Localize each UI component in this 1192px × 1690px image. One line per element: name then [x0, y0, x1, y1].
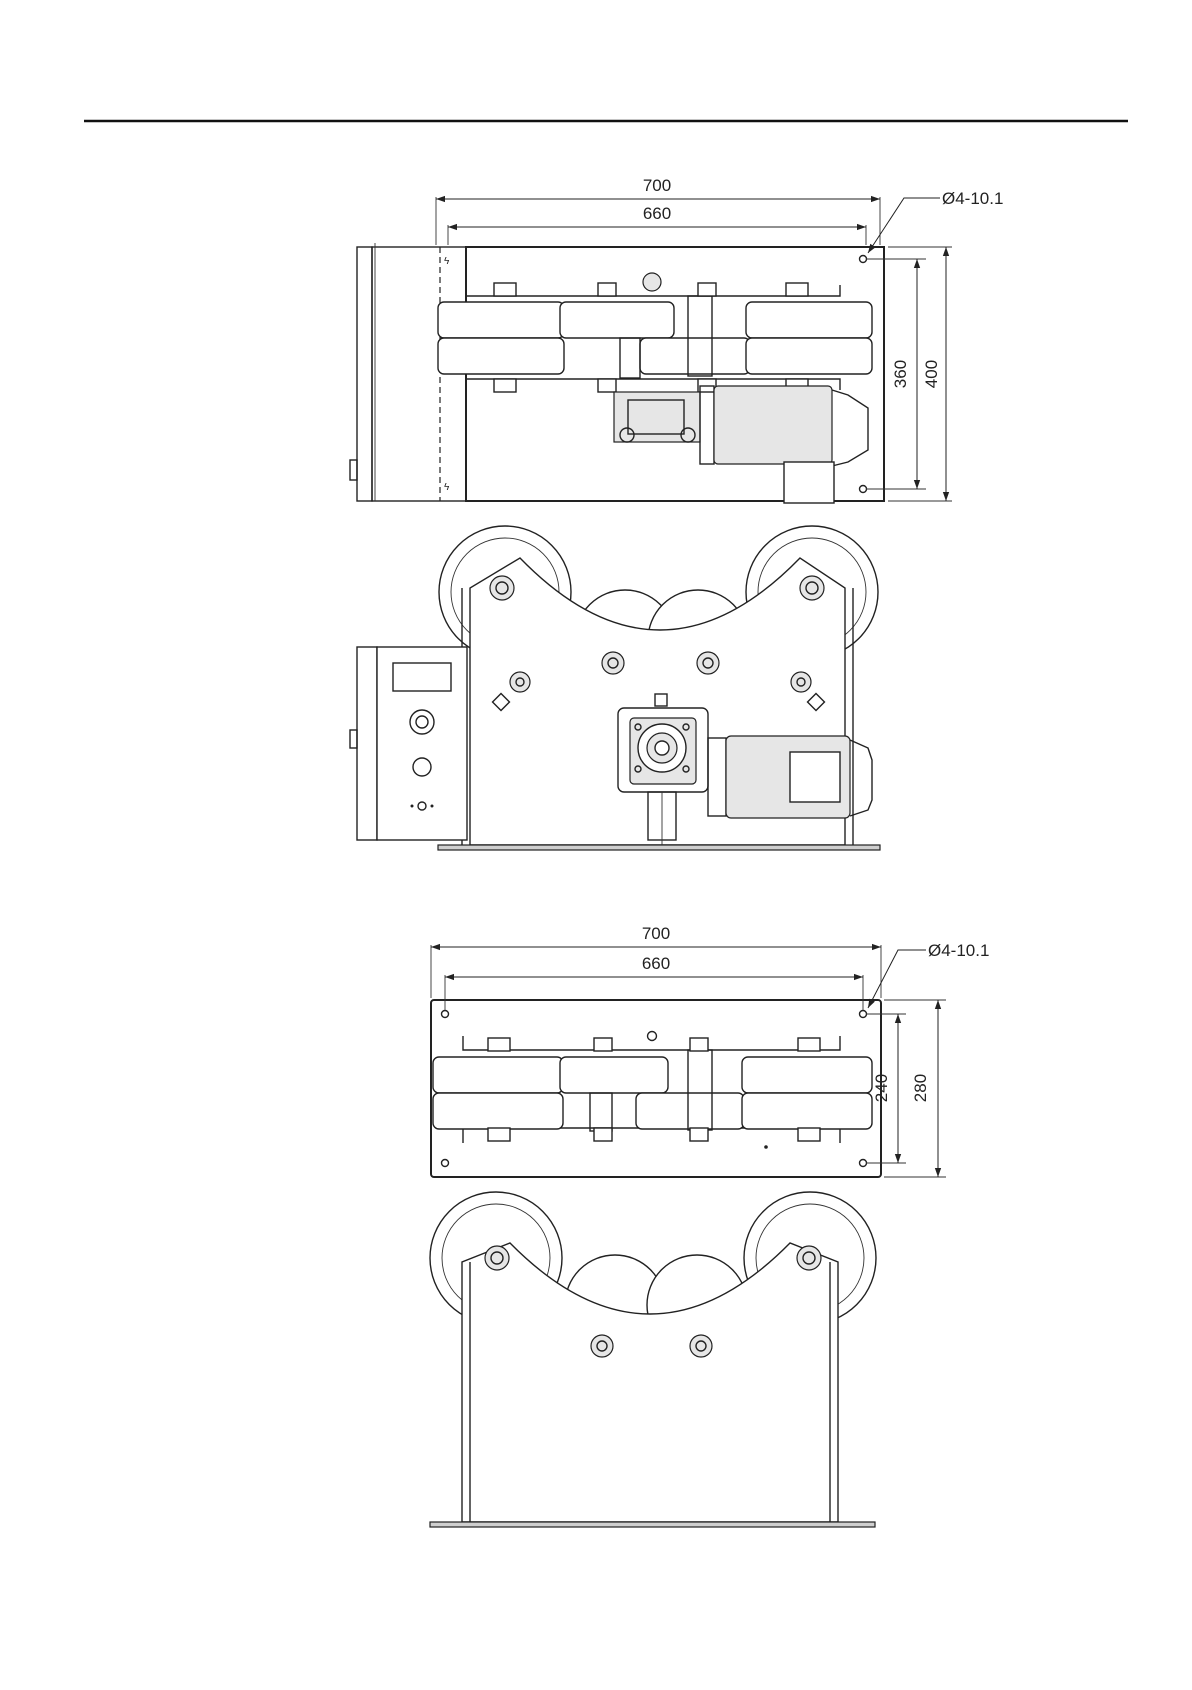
dimension-height-holes: 240	[872, 1074, 891, 1102]
dimension-height-overall: 400	[922, 360, 941, 388]
dimension-width-holes: 660	[642, 954, 670, 973]
mounting-hole	[860, 1160, 867, 1167]
roller	[560, 1057, 668, 1093]
roller	[742, 1093, 872, 1129]
control-box-side	[357, 247, 372, 501]
roller	[640, 338, 750, 374]
knob-side	[350, 460, 357, 480]
svg-text:ϟ: ϟ	[444, 482, 450, 493]
roller	[438, 338, 564, 374]
front-view-2	[430, 1192, 876, 1527]
mounting-hole	[860, 1011, 867, 1018]
svg-text:ϟ: ϟ	[444, 256, 450, 267]
roller	[438, 302, 564, 338]
base-bar	[430, 1522, 875, 1527]
roller	[742, 1057, 872, 1093]
mounting-hole	[860, 256, 867, 263]
roller	[746, 338, 872, 374]
mounting-hole	[860, 486, 867, 493]
mounting-hole	[442, 1011, 449, 1018]
roller	[433, 1057, 563, 1093]
roller	[560, 302, 674, 338]
top-view-2: 700 660 240 280 Ø4-10.1	[431, 924, 989, 1177]
roller	[433, 1093, 563, 1129]
hole-callout: Ø4-10.1	[928, 941, 989, 960]
control-box	[377, 647, 467, 840]
dimension-height-overall: 280	[911, 1074, 930, 1102]
dimension-height-holes: 360	[891, 360, 910, 388]
dimension-width-overall: 700	[643, 176, 671, 195]
roller	[746, 302, 872, 338]
mounting-hole	[442, 1160, 449, 1167]
dimension-width-overall: 700	[642, 924, 670, 943]
motor-terminal-box	[784, 462, 834, 503]
roller	[636, 1093, 744, 1129]
control-box-side	[357, 647, 377, 840]
dimension-width-holes: 660	[643, 204, 671, 223]
base-bar	[438, 845, 880, 850]
front-view-1	[350, 526, 880, 850]
hole-callout: Ø4-10.1	[942, 189, 1003, 208]
motor	[714, 386, 832, 464]
top-view-1: ϟ ϟ	[350, 176, 1003, 503]
